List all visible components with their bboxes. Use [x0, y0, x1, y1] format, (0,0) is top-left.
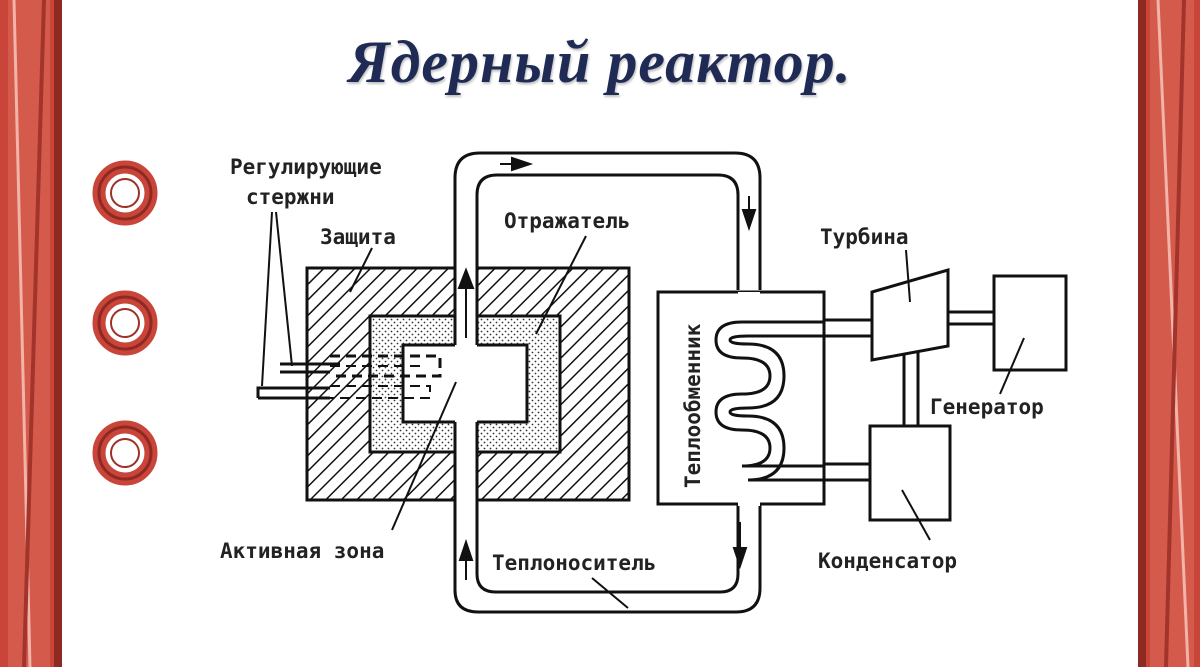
coolant-loop-inner	[475, 173, 740, 290]
label-coolant: Теплоноситель	[492, 551, 656, 575]
coolant-loop-outer	[453, 151, 762, 290]
label-reflector: Отражатель	[504, 209, 630, 233]
label-turbine: Турбина	[820, 225, 909, 249]
slide-title: Ядерный реактор.	[348, 29, 852, 95]
ring-bullet-icon	[92, 290, 158, 356]
generator-block	[992, 274, 1068, 372]
right-frame-decoration	[1138, 0, 1200, 667]
label-active-zone: Активная зона	[220, 539, 384, 563]
label-control-rods-line2: стержни	[246, 185, 335, 209]
label-condenser: Конденсатор	[818, 549, 957, 573]
label-shielding: Защита	[320, 225, 396, 249]
heat-exchanger-block	[656, 290, 826, 506]
label-heat-exchanger: Теплообменник	[681, 323, 705, 488]
left-frame-decoration	[0, 0, 62, 667]
label-generator: Генератор	[930, 395, 1044, 419]
control-rods	[256, 362, 340, 398]
ring-bullet-icon	[92, 420, 158, 486]
label-control-rods-line1: Регулирующие	[230, 155, 382, 179]
turbine-block	[870, 268, 950, 362]
heat-exchanger-coil	[714, 320, 824, 468]
ring-bullet-icon	[92, 160, 158, 226]
